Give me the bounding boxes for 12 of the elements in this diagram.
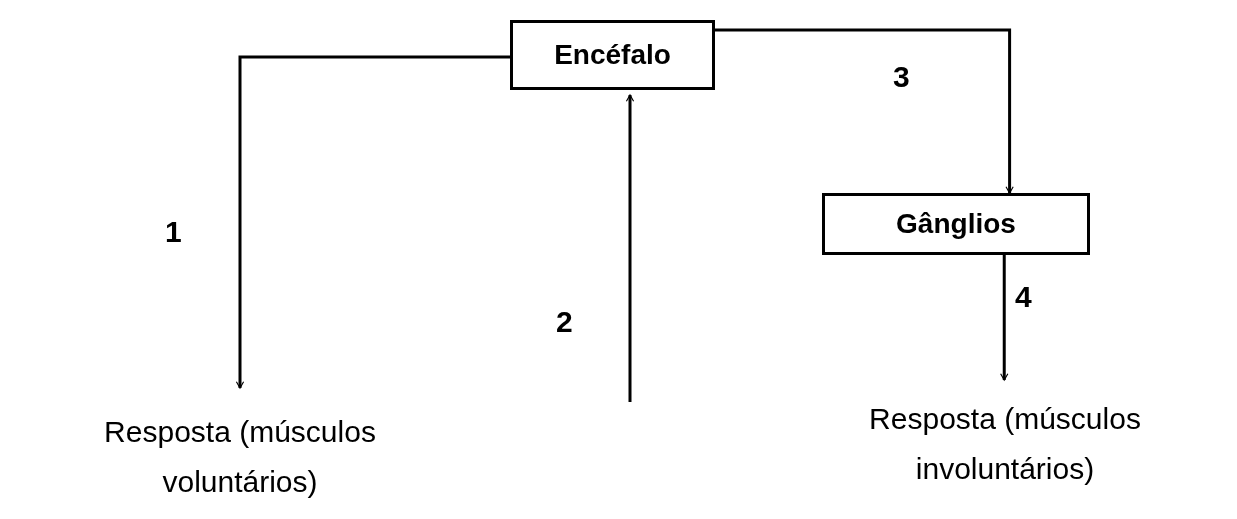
process-box: Encéfalo [510, 20, 715, 90]
edge-label: 1 [165, 215, 182, 249]
edge-label: 4 [1015, 280, 1032, 314]
arrow [715, 28, 1014, 194]
arrow [625, 94, 635, 402]
arrow [1000, 255, 1009, 381]
response-text: Resposta (músculos involuntários) [868, 401, 1142, 487]
arrow [235, 55, 510, 389]
process-box: Gânglios [822, 193, 1090, 255]
response-text: Resposta (músculos voluntários) [103, 414, 377, 500]
edge-label: 2 [556, 305, 573, 339]
edge-label: 3 [893, 60, 910, 94]
